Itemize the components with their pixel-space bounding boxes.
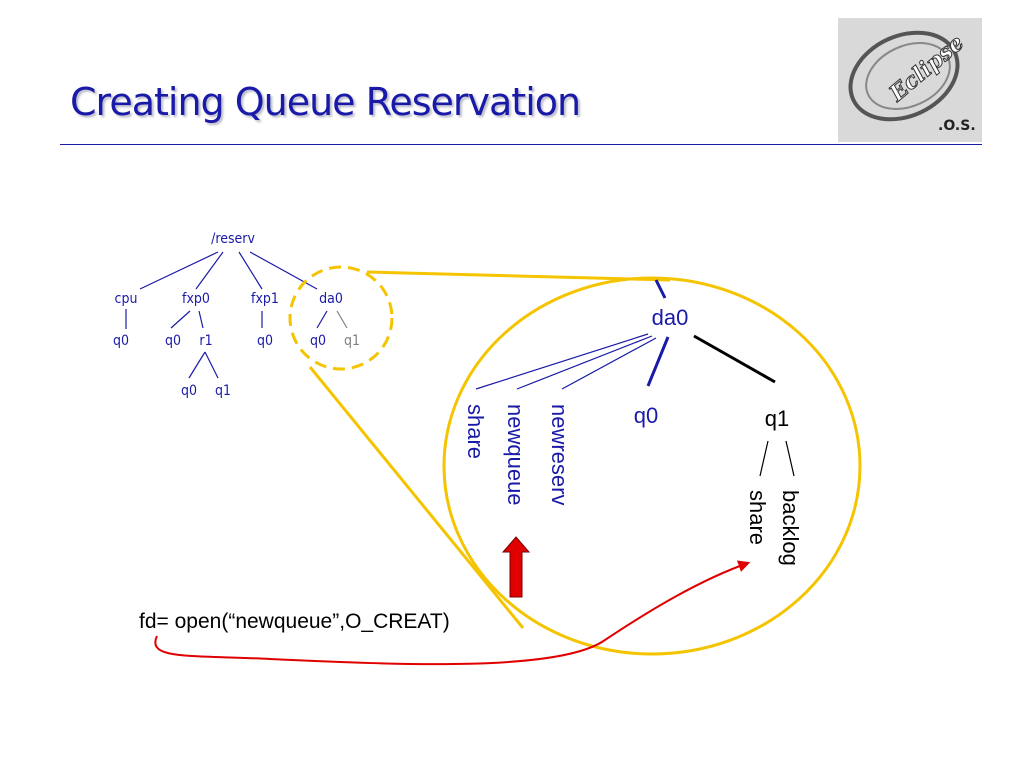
node-fxp0-q0: q0 — [165, 333, 181, 349]
edge-da0-parent — [654, 279, 667, 299]
zoom-node-da0: da0 — [652, 305, 689, 330]
edge-r1-q0 — [188, 351, 206, 379]
node-reserv: /reserv — [211, 231, 255, 247]
edge-da0-newqueue — [516, 335, 653, 390]
zoom-node-q1-backlog: backlog — [778, 490, 803, 566]
node-r1-q1: q1 — [215, 383, 231, 399]
zoom-node-newreserv: newreserv — [547, 404, 572, 505]
edge-r1-q1 — [204, 351, 219, 379]
edge-da0-q0 — [316, 310, 328, 329]
zoom-source-circle — [288, 265, 394, 371]
edge-root-fxp1 — [238, 251, 263, 290]
edge-root-da0 — [249, 251, 318, 290]
zoom-target-ellipse — [442, 276, 862, 656]
zoom-node-q1-share: share — [745, 490, 770, 545]
edge-q1-backlog — [785, 440, 795, 477]
node-fxp1: fxp1 — [251, 291, 279, 307]
node-fxp1-q0: q0 — [257, 333, 273, 349]
node-fxp0: fxp0 — [182, 291, 210, 307]
node-cpu: cpu — [115, 291, 138, 307]
zoom-node-newqueue: newqueue — [503, 404, 528, 506]
edge-fxp0-r1 — [198, 310, 204, 329]
edge-da0-q1-big — [693, 334, 776, 384]
edge-root-fxp0 — [195, 251, 224, 290]
node-fxp0-r1: r1 — [199, 333, 212, 349]
small-tree-edges — [125, 251, 328, 379]
svg-text:.O.S.: .O.S. — [938, 118, 976, 134]
code-to-share-arrow — [154, 560, 751, 666]
node-r1-q0: q0 — [181, 383, 197, 399]
zoom-node-q0: q0 — [634, 403, 658, 428]
zoom-tree-edges — [475, 333, 657, 390]
zoom-connector-bottom — [308, 366, 525, 629]
edge-q1-share — [759, 440, 769, 477]
zoom-node-q1: q1 — [765, 406, 789, 431]
node-da0: da0 — [319, 291, 343, 307]
edge-da0-newreserv — [561, 337, 657, 390]
edge-da0-q1 — [336, 310, 348, 329]
eclipse-logo: Eclipse .O.S. — [838, 18, 982, 142]
zoom-node-share: share — [463, 404, 488, 459]
node-cpu-q0: q0 — [113, 333, 129, 349]
edge-root-cpu — [139, 251, 219, 290]
edge-fxp0-q0 — [170, 310, 191, 329]
edge-da0-share — [475, 333, 649, 390]
zoom-connector-top — [366, 270, 671, 282]
edge-da0-q0-big — [646, 336, 670, 387]
node-da0-q1: q1 — [344, 333, 360, 349]
title-divider — [60, 144, 982, 145]
open-call-code: fd= open(“newqueue”,O_CREAT) — [139, 610, 450, 633]
new-node-arrow-icon — [501, 536, 531, 598]
node-da0-q0: q0 — [310, 333, 326, 349]
slide-title: Creating Queue Reservation — [70, 80, 581, 124]
